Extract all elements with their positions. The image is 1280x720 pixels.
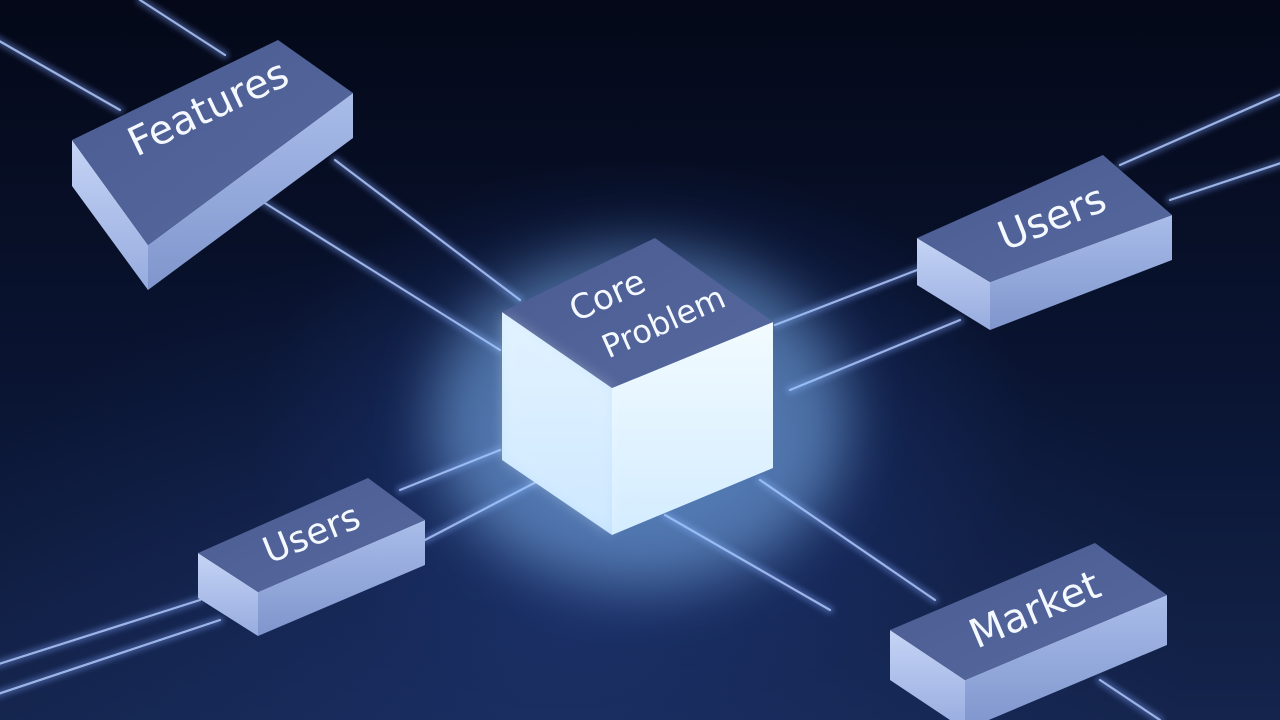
users-right-block-side-left — [917, 238, 990, 330]
market-block: Market — [890, 543, 1167, 720]
features-block-side-front — [148, 93, 353, 290]
features-block-side-left — [72, 140, 148, 290]
users-left-block-side-front — [258, 520, 425, 636]
market-block-side-left — [890, 630, 965, 720]
users-right-block: Users — [917, 155, 1172, 330]
core-block-side-front — [612, 322, 773, 535]
core-block-top — [502, 238, 773, 388]
core-problem-block: Core Problem — [502, 238, 773, 535]
market-block-side-front — [965, 595, 1167, 720]
users-left-block: Users — [198, 478, 425, 636]
users-right-block-side-front — [990, 215, 1172, 330]
market-block-top — [890, 543, 1167, 680]
users-left-block-top — [198, 478, 425, 592]
users-right-block-top — [917, 155, 1172, 282]
features-block-top — [72, 40, 353, 245]
core-block-glow-edge — [502, 312, 612, 535]
features-block: Features — [72, 40, 353, 290]
users-left-block-side-left — [198, 553, 258, 636]
